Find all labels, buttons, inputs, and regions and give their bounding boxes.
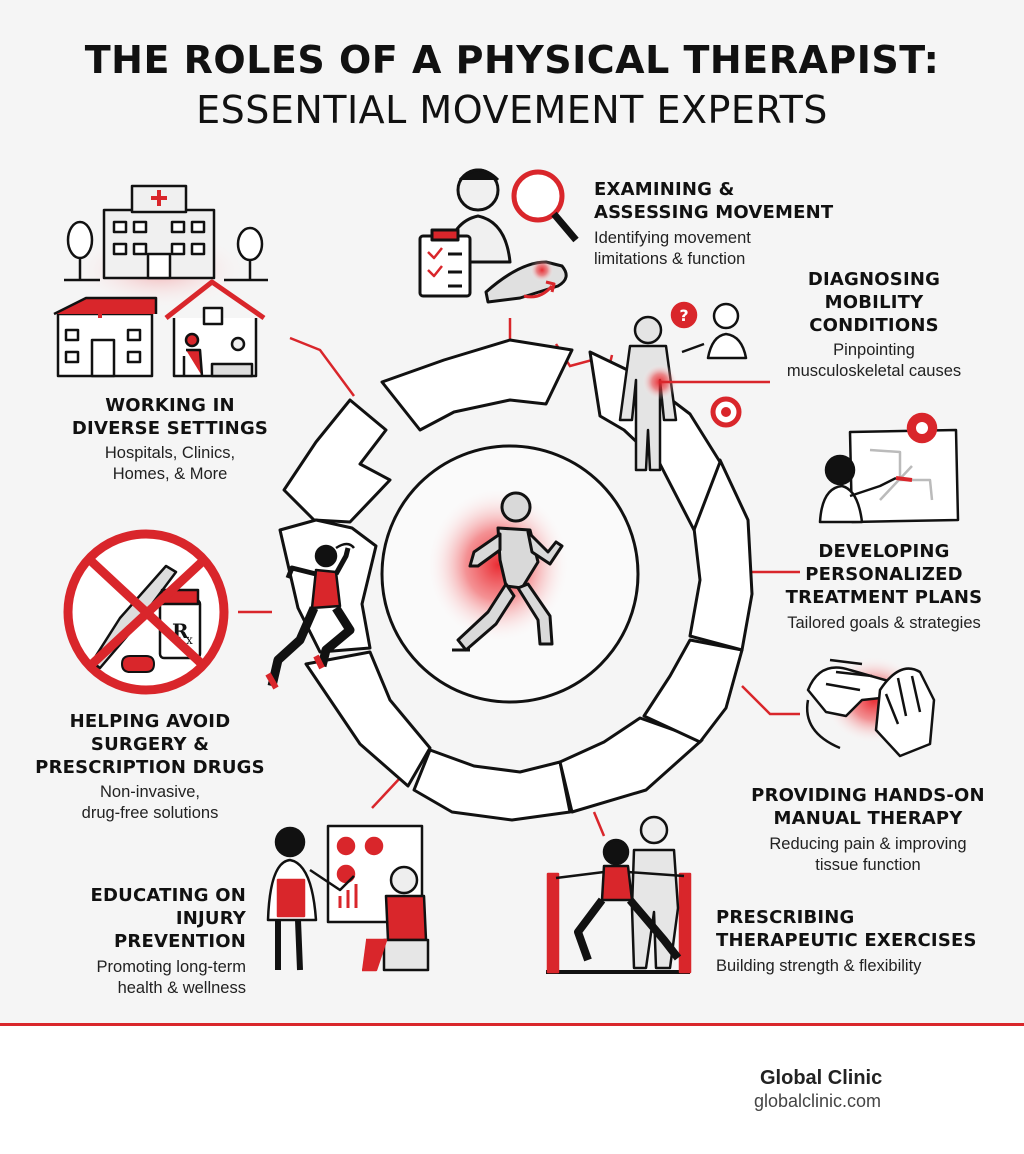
role-educating-desc-1: Promoting long-term bbox=[96, 958, 246, 976]
role-avoid: HELPING AVOID SURGERY & PRESCRIPTION DRU… bbox=[20, 710, 280, 824]
role-settings-desc-2: Homes, & More bbox=[112, 465, 228, 483]
runner-figure-icon bbox=[452, 491, 564, 652]
rx-sub-label: x bbox=[186, 633, 193, 647]
role-developing-title-3: TREATMENT PLANS bbox=[785, 587, 983, 608]
page-title-line-1: THE ROLES OF A PHYSICAL THERAPIST: bbox=[84, 38, 940, 82]
role-avoid-title-1: HELPING AVOID bbox=[69, 711, 231, 732]
role-diagnosing-desc-1: Pinpointing bbox=[833, 341, 915, 359]
footer bbox=[0, 1026, 1024, 1154]
diagnosing-icon: ? bbox=[618, 301, 770, 472]
role-manual-desc-2: tissue function bbox=[815, 856, 921, 874]
role-educating-desc-2: health & wellness bbox=[117, 979, 246, 997]
role-developing: DEVELOPING PERSONALIZED TREATMENT PLANS … bbox=[764, 540, 1004, 634]
footer-url: globalclinic.com bbox=[754, 1091, 882, 1111]
manual-therapy-icon bbox=[805, 656, 936, 758]
role-manual-title-1: PROVIDING HANDS-ON bbox=[751, 785, 985, 806]
footer-brand: Global Clinic bbox=[760, 1067, 883, 1089]
role-examining-desc-2: limitations & function bbox=[594, 250, 746, 268]
educating-icon bbox=[266, 824, 430, 972]
role-exercises: PRESCRIBING THERAPEUTIC EXERCISES Buildi… bbox=[716, 906, 977, 977]
role-exercises-title-2: THERAPEUTIC EXERCISES bbox=[716, 930, 977, 951]
examining-icon bbox=[418, 168, 579, 304]
developing-plans-icon bbox=[818, 412, 960, 524]
role-manual-desc-1: Reducing pain & improving bbox=[769, 835, 967, 853]
role-developing-title-2: PERSONALIZED bbox=[805, 564, 963, 585]
footer-divider bbox=[0, 1023, 1024, 1026]
role-manual-title-2: MANUAL THERAPY bbox=[773, 808, 963, 829]
role-avoid-desc-1: Non-invasive, bbox=[100, 783, 200, 801]
cycle-ring bbox=[278, 338, 754, 822]
role-examining: EXAMINING & ASSESSING MOVEMENT Identifyi… bbox=[594, 178, 833, 270]
role-settings: WORKING IN DIVERSE SETTINGS Hospitals, C… bbox=[60, 394, 280, 485]
role-diagnosing-title-3: CONDITIONS bbox=[809, 315, 939, 336]
role-diagnosing: DIAGNOSING MOBILITY CONDITIONS Pinpointi… bbox=[764, 268, 984, 382]
role-developing-title-1: DEVELOPING bbox=[818, 541, 950, 562]
role-exercises-desc-1: Building strength & flexibility bbox=[716, 957, 922, 975]
page-title-line-2: ESSENTIAL MOVEMENT EXPERTS bbox=[196, 88, 828, 132]
role-developing-desc-1: Tailored goals & strategies bbox=[787, 614, 981, 632]
role-manual: PROVIDING HANDS-ON MANUAL THERAPY Reduci… bbox=[740, 784, 996, 876]
diverse-settings-icon bbox=[53, 184, 268, 378]
role-settings-desc-1: Hospitals, Clinics, bbox=[104, 444, 236, 462]
sprinting-woman-icon bbox=[265, 542, 355, 690]
role-educating: EDUCATING ON INJURY PREVENTION Promoting… bbox=[56, 884, 246, 999]
role-avoid-desc-2: drug-free solutions bbox=[81, 804, 219, 822]
role-examining-title-2: ASSESSING MOVEMENT bbox=[594, 202, 834, 223]
role-avoid-title-2: SURGERY & bbox=[90, 734, 210, 755]
role-diagnosing-title-1: DIAGNOSING bbox=[807, 269, 941, 290]
role-avoid-title-3: PRESCRIPTION DRUGS bbox=[35, 757, 265, 778]
question-mark-label: ? bbox=[679, 306, 688, 325]
no-surgery-drugs-icon: R x bbox=[63, 529, 229, 695]
role-examining-title-1: EXAMINING & bbox=[594, 179, 735, 200]
role-educating-title-1: EDUCATING ON bbox=[90, 885, 246, 906]
role-diagnosing-title-2: MOBILITY bbox=[824, 292, 924, 313]
therapeutic-exercises-icon bbox=[546, 815, 692, 974]
connector-lines bbox=[238, 318, 800, 837]
role-settings-title-2: DIVERSE SETTINGS bbox=[71, 418, 269, 439]
role-settings-title-1: WORKING IN bbox=[105, 395, 235, 416]
role-educating-title-2: INJURY PREVENTION bbox=[114, 908, 246, 952]
role-examining-desc-1: Identifying movement bbox=[594, 229, 751, 247]
role-exercises-title-1: PRESCRIBING bbox=[716, 907, 855, 928]
role-diagnosing-desc-2: musculoskeletal causes bbox=[786, 362, 962, 380]
